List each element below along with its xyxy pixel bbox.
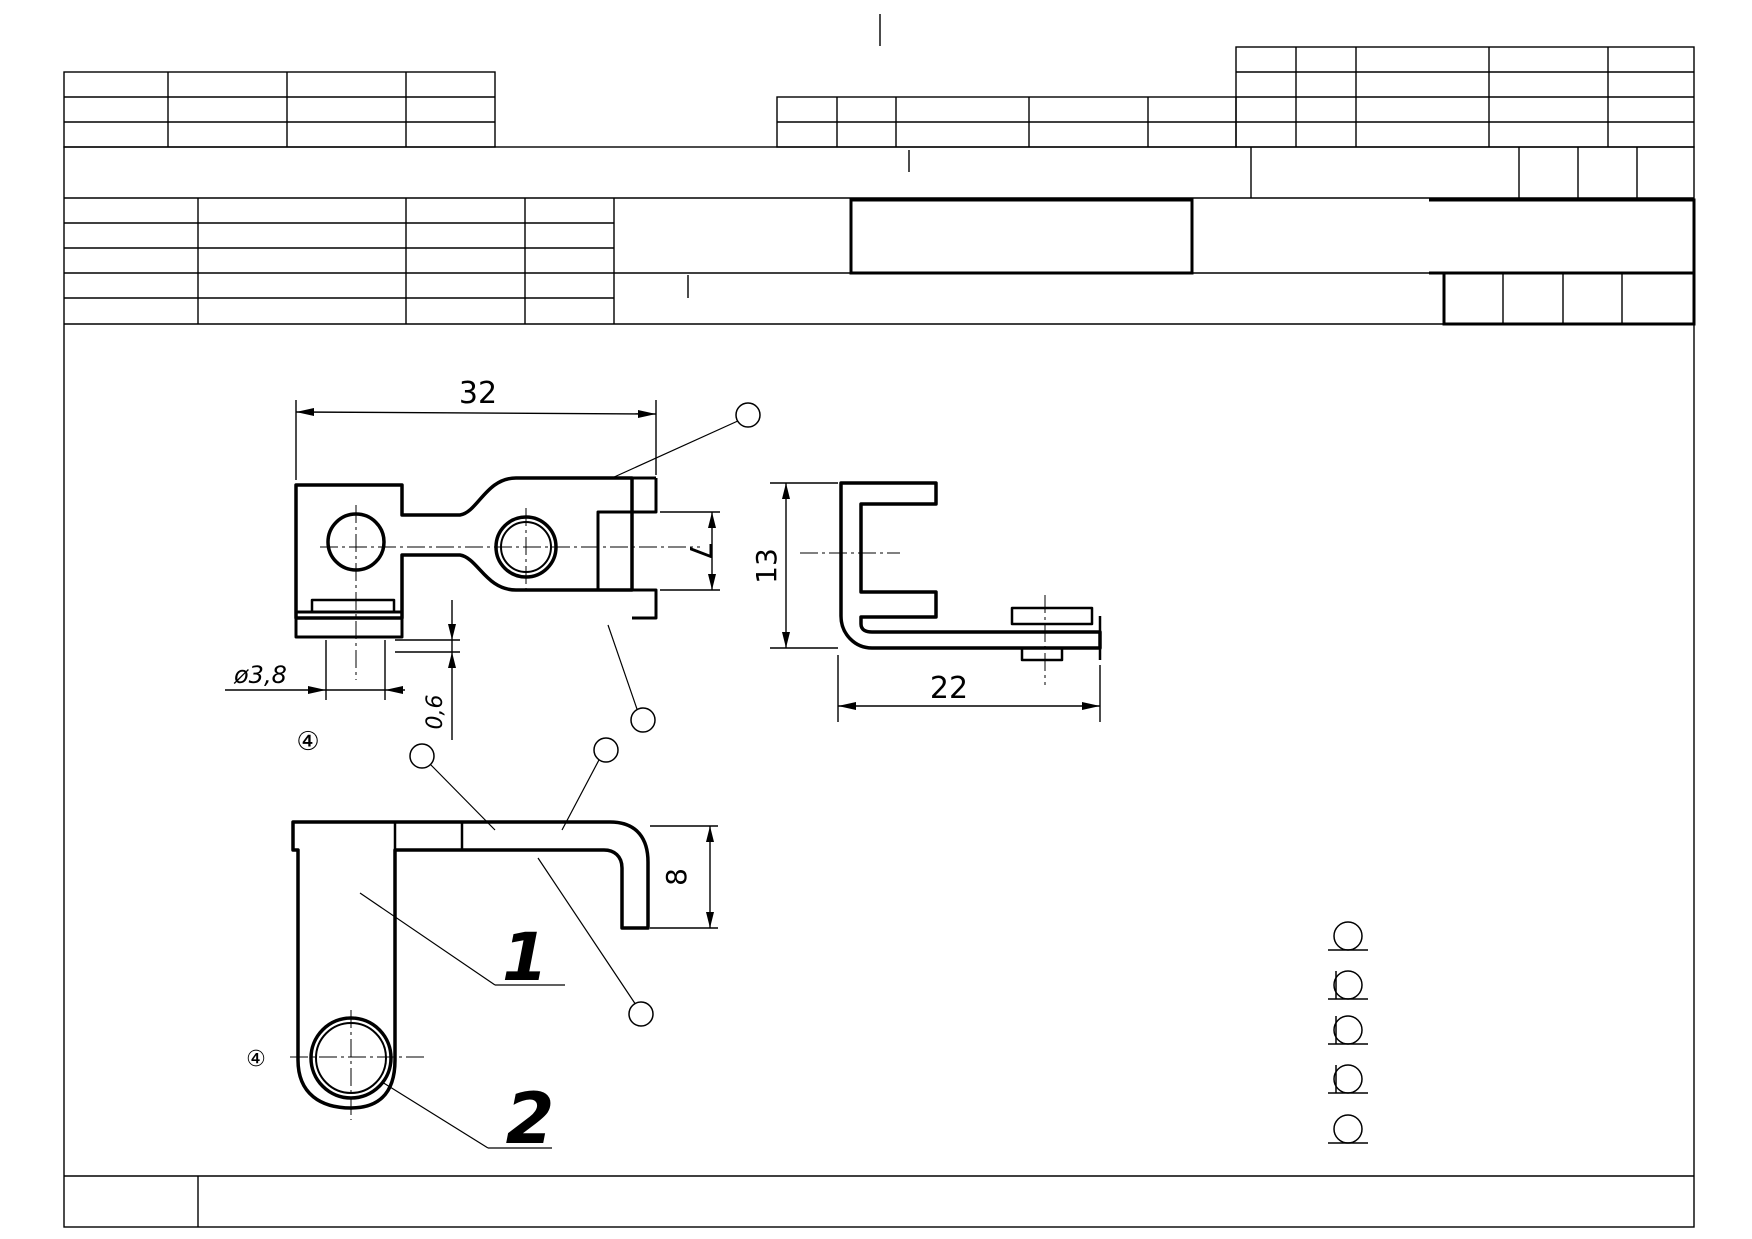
dim-22: 22 [930,671,968,706]
position-number-2: 2 [506,1078,555,1160]
title-block-heavy-boxes [849,198,1696,326]
dim-thickness: 0,6 [423,695,448,730]
balloon-3 [409,743,435,769]
part-top-view [294,476,658,639]
dim-32: 32 [459,376,497,411]
part-bottom-view [291,820,650,1110]
dim-8: 8 [660,868,693,886]
centerlines-side-view [800,552,1046,685]
dim-13: 13 [750,548,783,584]
position-number-1: 1 [502,919,548,996]
balloon-1 [735,402,761,428]
note-symbols [1328,921,1368,1144]
dim-hole-diameter: ø3,8 [233,661,287,689]
dimension-arrows [296,408,1100,928]
centerlines-top-view [320,505,700,680]
balloon-5 [628,1001,654,1027]
part-side-view [839,481,1102,662]
title-block [63,14,1695,1228]
leader-lines [359,419,741,1149]
title-block-heavy-box-divisions [1502,273,1623,324]
view-mark-top: ④ [296,727,319,757]
position-balloons [409,402,761,1027]
centerlines-bottom-view [290,1010,428,1120]
view-mark-bottom: ④ [246,1047,266,1072]
balloon-4 [593,737,619,763]
dim-7: 7 [682,541,717,560]
balloon-2 [630,707,656,733]
